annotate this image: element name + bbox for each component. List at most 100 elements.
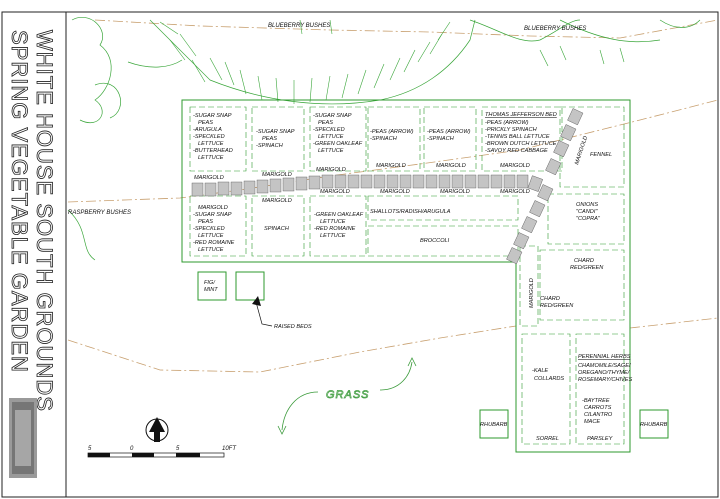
marigold-label: MARIGOLD — [529, 278, 535, 308]
fennel-label: FENNEL — [590, 152, 612, 158]
kale-label: COLLARDS — [534, 376, 564, 382]
tree-hatch — [159, 19, 625, 104]
marigold-label: MARIGOLD — [376, 163, 406, 169]
marigold-label: MARIGOLD — [380, 189, 410, 195]
onions-label: "COPRA" — [576, 216, 601, 222]
bed3-bottom-item: -GREEN OAKLEAF — [314, 212, 364, 218]
bed2-top-item: PEAS — [262, 136, 277, 142]
bed3-bottom-item: LETTUCE — [320, 219, 346, 225]
title-line-2: WHITE HOUSE SOUTH GROUNDS — [32, 30, 57, 412]
scale-tick: 5 — [88, 446, 92, 452]
spinach-label: SPINACH — [264, 226, 290, 232]
perennial-heading: PERENNIAL HERBS — [578, 354, 631, 360]
bed1-top-item: -SPECKLED — [193, 134, 225, 140]
bed1-top-item: LETTUCE — [198, 141, 224, 147]
bed4-top-item: -SPINACH — [370, 136, 398, 142]
jefferson-item: -PRICKLY SPINACH — [485, 127, 538, 133]
seal-image — [9, 398, 37, 478]
chard-label: RED/GREEN — [570, 265, 604, 271]
bed3-top-item: -SUGAR SNAP — [313, 113, 352, 119]
tree-canopies — [67, 17, 701, 261]
perennial-item: ROSEMARY/CHIVES — [578, 377, 632, 383]
bed1-top-item: -ARUGULA — [193, 127, 222, 133]
bed1-top-item: -SUGAR SNAP — [193, 113, 232, 119]
bed3-top-item: -GREEN OAKLEAF — [313, 141, 363, 147]
kale-label: -KALE — [532, 368, 548, 374]
perennial-item: CHAMOMILE/SAGE/ — [578, 363, 632, 369]
bed3-top-item: LETTUCE — [318, 148, 344, 154]
rhubarb-left-label: RHUBARB — [480, 422, 508, 428]
bed1-top-item: PEAS — [198, 120, 213, 126]
herb-item: MACE — [584, 419, 600, 425]
scale-tick: 0 — [130, 446, 134, 452]
blueberry-label-left: BLUEBERRY BUSHES — [268, 23, 330, 29]
marigold-label: MARIGOLD — [262, 172, 292, 178]
marigold-label: MARIGOLD — [500, 189, 530, 195]
fig-mint-label: FIG/ — [204, 280, 216, 286]
scale-bar — [87, 452, 225, 458]
onions-label: "CANDI" — [576, 209, 598, 215]
chard-label: RED/GREEN — [540, 303, 574, 309]
chard-label: CHARD — [540, 296, 560, 302]
marigold-label: MARIGOLD — [436, 163, 466, 169]
jefferson-bed-heading: THOMAS JEFFERSON BED — [485, 112, 557, 118]
grass-label: GRASS — [326, 389, 370, 401]
bed3-bottom-item: -RED ROMAINE — [314, 226, 356, 232]
raspberry-label: RASPBERRY BUSHES — [68, 210, 131, 216]
path-lines — [67, 19, 719, 373]
garden-outline — [181, 99, 631, 453]
herb-item: -BAYTREE — [582, 398, 610, 404]
small-beds — [197, 271, 669, 439]
marigold-label: MARIGOLD — [262, 198, 292, 204]
grass-arrows — [277, 357, 417, 435]
garden-beds — [189, 106, 625, 445]
bed1-bottom-item: LETTUCE — [198, 247, 224, 253]
jefferson-item: -BROWN DUTCH LETTUCE — [485, 141, 557, 147]
sorrel-label: SORREL — [536, 436, 559, 442]
bed1-bottom-item: PEAS — [198, 219, 213, 225]
chard-label: CHARD — [574, 258, 594, 264]
bed3-top-item: LETTUCE — [318, 134, 344, 140]
marigold-label: MARIGOLD — [316, 167, 346, 173]
onions-label: ONIONS — [576, 202, 598, 208]
rhubarb-right-label: RHUBARB — [640, 422, 668, 428]
broccoli-label: BROCCOLI — [420, 238, 450, 244]
bed3-top-item: -SPECKLED — [313, 127, 345, 133]
herb-item: CARROTS — [584, 405, 612, 411]
fig-mint-label: MINT — [204, 287, 218, 293]
scale-tick: 5 — [176, 446, 180, 452]
shallots-label: SHALLOTS/RADISH/ARUGULA — [370, 209, 451, 215]
bed1-bottom-item: -SPECKLED — [193, 226, 225, 232]
bed2-top-item: -SPINACH — [256, 143, 284, 149]
marigold-label: MARIGOLD — [320, 189, 350, 195]
marigold-label: MARIGOLD — [574, 135, 589, 165]
north-arrow-icon — [145, 417, 169, 442]
title-block: SPRING VEGETABLE GARDEN — [7, 30, 33, 374]
bed1-bottom-item: LETTUCE — [198, 233, 224, 239]
stepping-stones — [191, 108, 584, 265]
bed2-top-item: -SUGAR SNAP — [256, 129, 295, 135]
bed1-bottom-item: -RED ROMAINE — [193, 240, 235, 246]
parsley-label: PARSLEY — [587, 436, 614, 442]
bed5-top-item: -PEAS (ARROW) — [427, 129, 471, 135]
bed4-top-item: -PEAS (ARROW) — [370, 129, 414, 135]
herb-item: CILANTRO — [584, 412, 613, 418]
bed3-bottom-item: LETTUCE — [320, 233, 346, 239]
marigold-label: MARIGOLD — [194, 175, 224, 181]
raised-beds-label: RAISED BEDS — [274, 324, 312, 330]
bed1-top-item: LETTUCE — [198, 155, 224, 161]
marigold-label: MARIGOLD — [500, 163, 530, 169]
jefferson-item: -PEAS (ARROW) — [485, 120, 529, 126]
blueberry-label-right: BLUEBERRY BUSHES — [524, 26, 586, 32]
title-line-1: SPRING VEGETABLE GARDEN — [7, 30, 32, 373]
marigold-label: MARIGOLD — [198, 205, 228, 211]
bed3-top-item: PEAS — [318, 120, 333, 126]
perennial-item: OREGANO/THYME/ — [578, 370, 631, 376]
jefferson-item: -TENNIS BALL LETTUCE — [485, 134, 550, 140]
sheet-border — [1, 11, 719, 498]
bed1-bottom-item: -SUGAR SNAP — [193, 212, 232, 218]
bed1-top-item: -BUTTERHEAD — [193, 148, 233, 154]
jefferson-item: -SAVOY RED CABBAGE — [485, 148, 548, 154]
